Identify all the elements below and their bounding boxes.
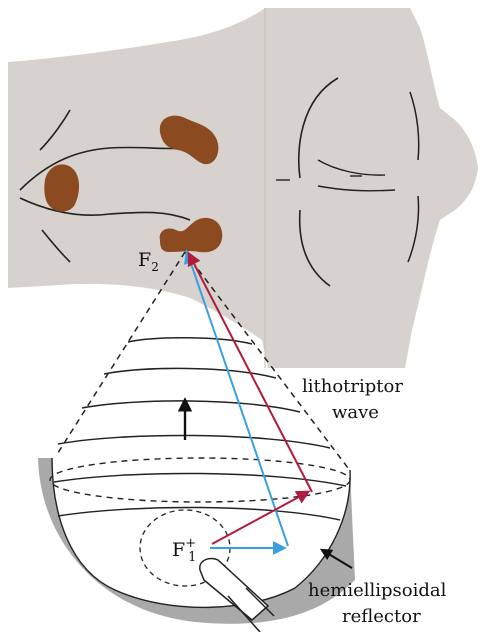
focus1-subscript: 1	[188, 550, 196, 565]
reflector-label-line2: reflector	[342, 606, 421, 627]
wavefront-5	[54, 473, 346, 486]
wave-label-line1: lithotriptor	[302, 376, 403, 397]
wave-label-line2: wave	[332, 402, 379, 423]
wavefront-6	[58, 507, 340, 520]
bladder-left	[44, 164, 79, 211]
focus1-superscript: +	[185, 536, 196, 551]
red-ray-from-f1	[212, 492, 308, 544]
reflector-label-line1: hemiellipsoidal	[308, 580, 447, 601]
focus1-label: F+1	[172, 536, 196, 565]
focus2-subscript: 2	[151, 260, 159, 274]
